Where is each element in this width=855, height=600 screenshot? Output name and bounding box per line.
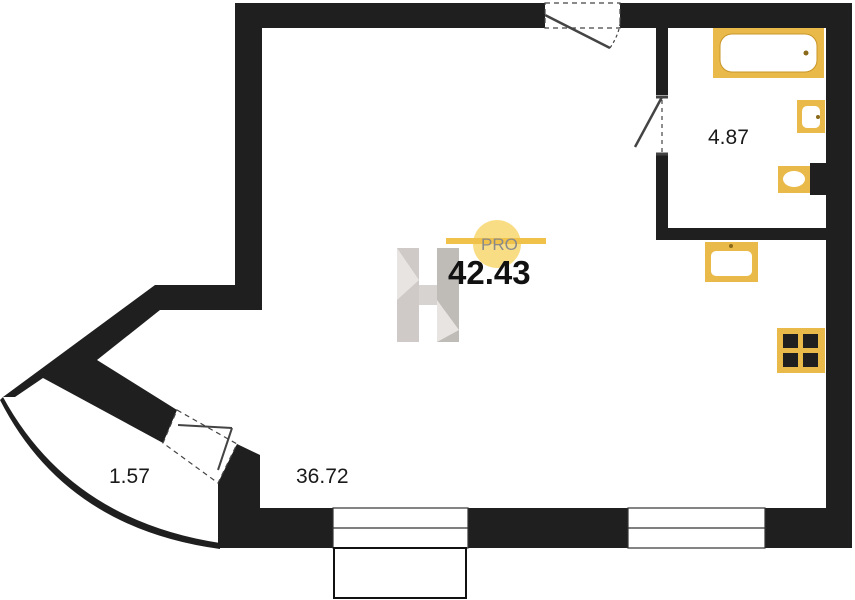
room-area-balcony: 1.57: [109, 465, 150, 488]
wall-right: [826, 3, 852, 548]
stove-icon: [777, 328, 825, 373]
toilet-icon: [778, 163, 826, 195]
wall-bottom-middle: [468, 508, 628, 548]
wall-bathroom-bottom: [656, 228, 826, 240]
kitchen-sink-icon: [705, 242, 758, 282]
wall-bathroom-lower: [656, 155, 668, 240]
balcony-door-frame: [162, 409, 238, 484]
doors: [162, 2, 668, 484]
bathtub-icon: [713, 28, 824, 78]
walls: [0, 3, 852, 549]
room-area-bathroom: 4.87: [708, 126, 749, 149]
bathroom-door-leaf: [633, 96, 664, 148]
room-area-main: 36.72: [296, 465, 349, 488]
bay-balcony: [333, 547, 467, 599]
wall-top-left: [235, 3, 545, 28]
windows: [332, 507, 766, 599]
fixtures: [705, 28, 826, 373]
entry-door-leaf: [544, 13, 611, 50]
entry-door-frame: [544, 2, 621, 29]
logo-pro-text: PRO: [481, 235, 518, 254]
wall-bottom-left: [218, 444, 333, 548]
wall-bottom-right: [765, 508, 826, 548]
wall-bathroom-upper: [656, 28, 668, 95]
bathroom-sink-icon: [797, 100, 825, 133]
total-area: 42.43: [448, 254, 531, 291]
wall-top-right: [620, 3, 852, 28]
wall-left: [3, 3, 262, 443]
watermark-logo: [397, 220, 546, 342]
